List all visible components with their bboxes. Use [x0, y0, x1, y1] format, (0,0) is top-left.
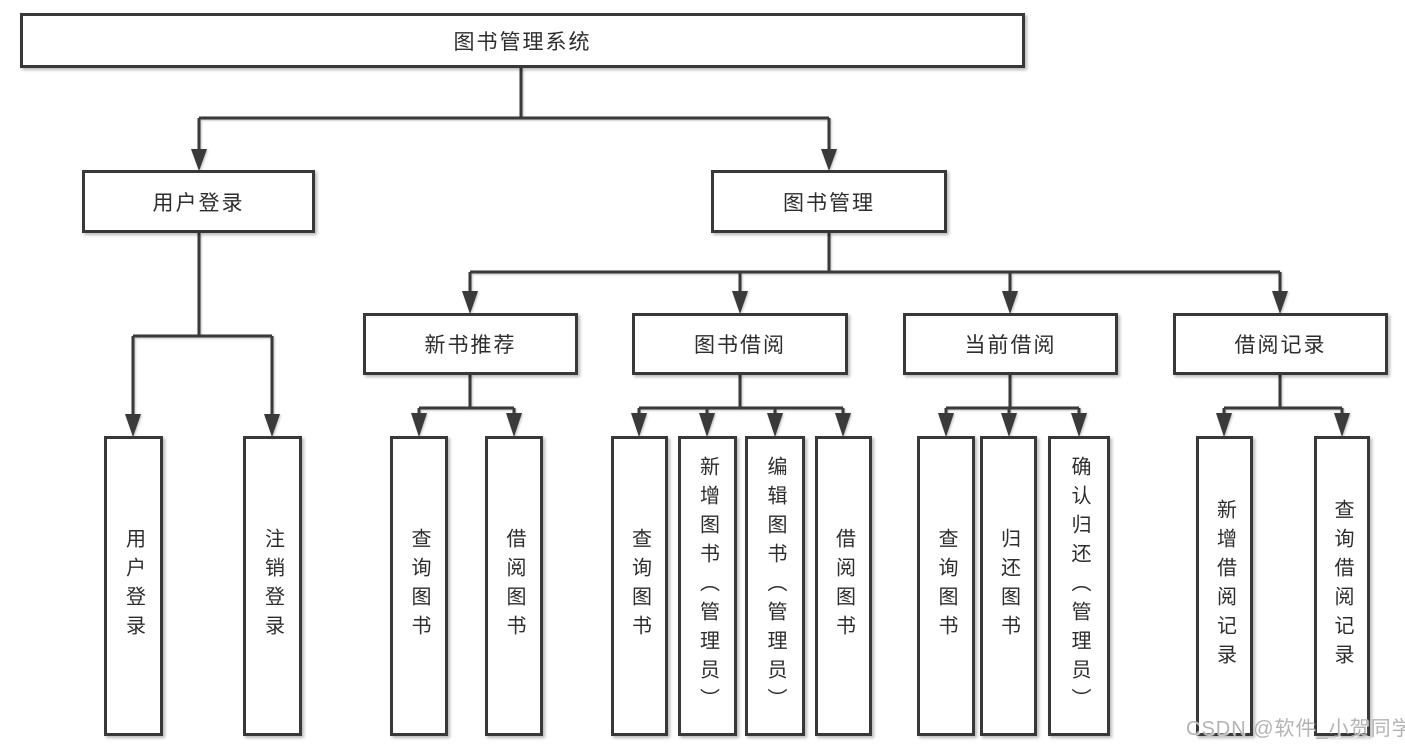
- node-new-book-recommend: 新书推荐: [363, 313, 578, 375]
- leaf-borrow-book: 借阅图书: [815, 436, 872, 736]
- leaf-confirm-return-admin: 确认归还（管理员）: [1048, 436, 1110, 736]
- node-current-borrow: 当前借阅: [903, 313, 1118, 375]
- arrow-down-icon: [1334, 413, 1350, 437]
- leaf-query-book-borrow: 查询图书: [611, 436, 668, 736]
- arrow-down-icon: [1272, 291, 1288, 314]
- arrow-down-icon: [1001, 413, 1017, 437]
- arrow-down-icon: [411, 413, 427, 437]
- arrow-down-icon: [938, 413, 954, 437]
- arrow-down-icon: [125, 414, 141, 437]
- leaf-edit-book-admin: 编辑图书（管理员）: [745, 436, 805, 736]
- node-borrow-record: 借阅记录: [1173, 313, 1388, 375]
- node-user-login: 用户登录: [82, 170, 315, 233]
- arrow-down-icon: [191, 149, 207, 171]
- arrow-down-icon: [821, 149, 837, 171]
- arrow-down-icon: [506, 413, 522, 437]
- connector-new-book-children: [411, 375, 522, 437]
- connector-user-login-children: [125, 233, 280, 437]
- leaf-user-login: 用户登录: [104, 436, 163, 736]
- arrow-down-icon: [835, 413, 851, 437]
- arrow-down-icon: [264, 414, 280, 437]
- arrow-down-icon: [631, 413, 647, 437]
- leaf-add-book-admin: 新增图书（管理员）: [678, 436, 737, 736]
- csdn-watermark: CSDN @软件_小贺同学: [1186, 718, 1405, 740]
- arrow-down-icon: [699, 413, 715, 437]
- arrow-down-icon: [1216, 413, 1232, 437]
- connector-book-management-children: [462, 233, 1288, 314]
- leaf-logout: 注销登录: [243, 436, 302, 736]
- node-book-borrow: 图书借阅: [632, 313, 848, 375]
- connector-borrow-record-children: [1216, 375, 1350, 437]
- leaf-return-book: 归还图书: [980, 436, 1037, 736]
- leaf-borrow-book-recommend: 借阅图书: [485, 436, 543, 736]
- leaf-query-book-current: 查询图书: [917, 436, 975, 736]
- node-root-system: 图书管理系统: [20, 13, 1025, 68]
- node-book-management: 图书管理: [711, 170, 947, 233]
- connector-current-borrow-children: [938, 375, 1087, 437]
- connector-book-borrow-children: [631, 375, 851, 437]
- leaf-add-borrow-record: 新增借阅记录: [1196, 436, 1253, 736]
- arrow-down-icon: [1071, 413, 1087, 437]
- arrow-down-icon: [1002, 291, 1018, 314]
- leaf-query-borrow-record: 查询借阅记录: [1314, 436, 1370, 736]
- arrow-down-icon: [462, 291, 478, 314]
- arrow-down-icon: [732, 291, 748, 314]
- leaf-query-book-recommend: 查询图书: [390, 436, 448, 736]
- arrow-down-icon: [767, 413, 783, 437]
- connector-root-to-branches: [191, 68, 837, 171]
